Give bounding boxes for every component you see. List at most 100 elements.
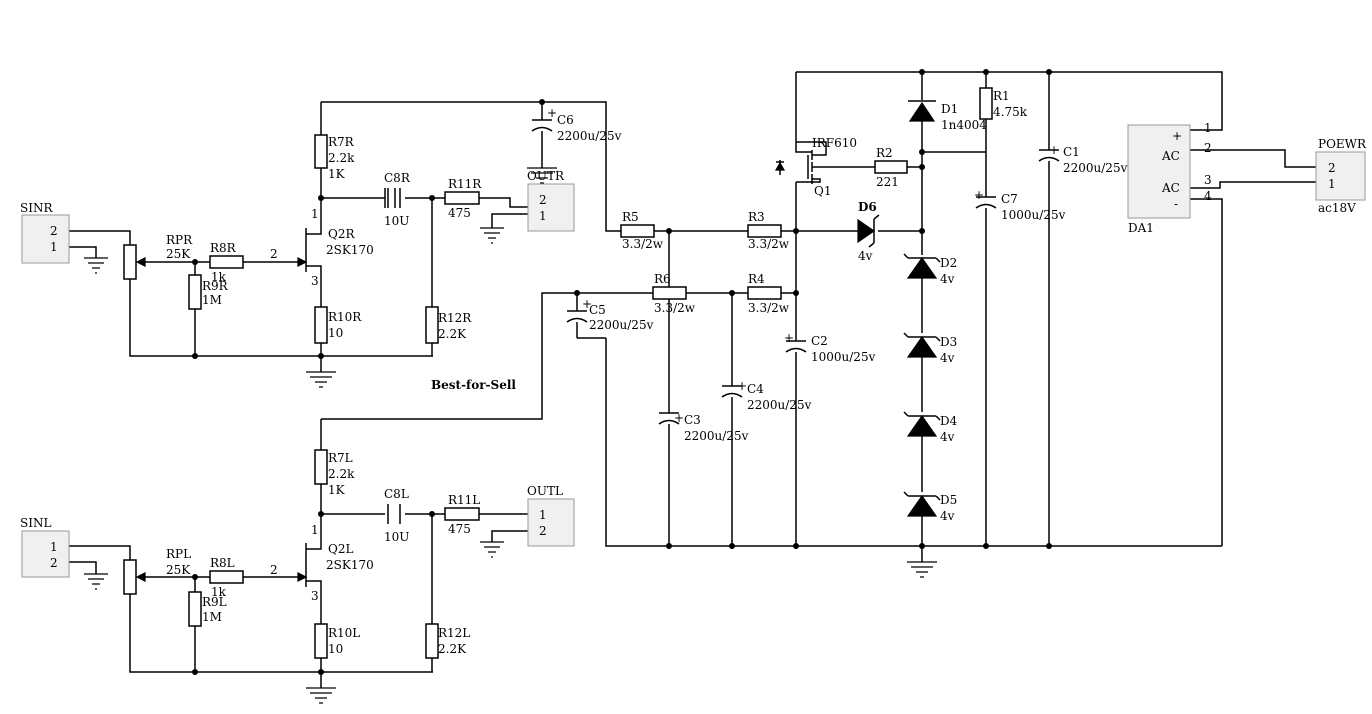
svg-text:C3: C3 bbox=[684, 413, 701, 427]
svg-text:2200u/25v: 2200u/25v bbox=[747, 398, 812, 412]
svg-text:+: + bbox=[582, 297, 592, 311]
svg-text:10: 10 bbox=[328, 326, 343, 340]
svg-text:1000u/25v: 1000u/25v bbox=[811, 350, 876, 364]
svg-text:R9R: R9R bbox=[202, 279, 229, 293]
q2l-gate-pin-label: 2 bbox=[270, 563, 278, 577]
r2-resistor: R2 221 bbox=[874, 146, 908, 189]
svg-text:2200u/25v: 2200u/25v bbox=[1063, 161, 1128, 175]
c6-capacitor: + C6 2200u/25v bbox=[531, 106, 622, 143]
r10r-resistor: R10R 10 bbox=[314, 306, 362, 344]
svg-text:1: 1 bbox=[311, 207, 319, 221]
svg-text:1: 1 bbox=[1204, 121, 1212, 135]
poewr-pin-top: 2 bbox=[1328, 161, 1336, 175]
svg-text:2200u/25v: 2200u/25v bbox=[589, 318, 654, 332]
outl-label: OUTL bbox=[527, 484, 563, 498]
ground-icon bbox=[907, 561, 937, 578]
svg-text:D2: D2 bbox=[940, 256, 957, 270]
svg-text:+: + bbox=[1172, 129, 1182, 143]
svg-text:3.3/2w: 3.3/2w bbox=[654, 301, 696, 315]
svg-text:4v: 4v bbox=[940, 351, 955, 365]
outr-pin-bottom: 1 bbox=[539, 209, 547, 223]
ground-icon bbox=[84, 573, 108, 590]
svg-text:R8R: R8R bbox=[210, 241, 237, 255]
svg-text:1k: 1k bbox=[211, 270, 227, 284]
outr-label: OUTR bbox=[527, 169, 565, 183]
d1-diode: D1 1n4004 bbox=[908, 100, 987, 132]
svg-text:10U: 10U bbox=[384, 530, 409, 544]
rpr-potentiometer: RPR 25K bbox=[123, 233, 193, 280]
c7-capacitor: + C7 1000u/25v bbox=[974, 188, 1066, 222]
svg-text:25K: 25K bbox=[166, 247, 191, 261]
sinr-label: SINR bbox=[20, 201, 53, 215]
svg-text:AC: AC bbox=[1161, 181, 1180, 195]
svg-text:C2: C2 bbox=[811, 334, 828, 348]
svg-text:R8L: R8L bbox=[210, 556, 235, 570]
svg-text:RPR: RPR bbox=[166, 233, 193, 247]
ground-icon bbox=[480, 227, 504, 244]
sinl-pin-top: 1 bbox=[50, 540, 58, 554]
svg-text:AC: AC bbox=[1161, 149, 1180, 163]
svg-text:1K: 1K bbox=[328, 167, 346, 181]
r8r-resistor: R8R 1k bbox=[209, 241, 244, 284]
poewr-value: ac18V bbox=[1318, 201, 1356, 215]
svg-text:Q2R: Q2R bbox=[328, 227, 355, 241]
junction-dots bbox=[192, 69, 1052, 675]
c8r-capacitor: C8R 10U bbox=[384, 171, 411, 228]
connector-outr: OUTR 2 1 bbox=[527, 169, 575, 232]
ground-icon bbox=[480, 541, 504, 558]
outl-pin-top: 1 bbox=[539, 508, 547, 522]
da1-bridge-rectifier: + AC AC - DA1 1 2 3 4 bbox=[1127, 121, 1212, 235]
q2r-jfet: 1 3 Q2R 2SK170 bbox=[297, 207, 374, 288]
svg-text:R7R: R7R bbox=[328, 135, 355, 149]
svg-text:RPL: RPL bbox=[166, 547, 191, 561]
svg-text:10U: 10U bbox=[384, 214, 409, 228]
svg-text:+: + bbox=[1049, 143, 1059, 157]
connector-sinl: SINL 1 2 bbox=[20, 516, 70, 578]
connector-poewr: POEWR 2 1 ac18V bbox=[1315, 137, 1367, 215]
svg-text:C1: C1 bbox=[1063, 145, 1080, 159]
svg-text:R9L: R9L bbox=[202, 595, 227, 609]
r4-resistor: R4 3.3/2w bbox=[747, 272, 790, 315]
svg-text:R11L: R11L bbox=[448, 493, 480, 507]
svg-text:2.2k: 2.2k bbox=[328, 151, 355, 165]
svg-text:R10L: R10L bbox=[328, 626, 360, 640]
svg-text:C8L: C8L bbox=[384, 487, 409, 501]
q1-mosfet: IRF610 Q1 bbox=[774, 136, 857, 198]
r11l-resistor: R11L 475 bbox=[444, 493, 480, 536]
svg-text:D5: D5 bbox=[940, 493, 957, 507]
connector-sinr: SINR 2 1 bbox=[20, 201, 70, 264]
svg-text:R10R: R10R bbox=[328, 310, 362, 324]
svg-text:3: 3 bbox=[311, 589, 319, 603]
svg-text:25K: 25K bbox=[166, 563, 191, 577]
svg-text:+: + bbox=[674, 411, 684, 425]
svg-text:3.3/2w: 3.3/2w bbox=[748, 237, 790, 251]
svg-text:1: 1 bbox=[311, 523, 319, 537]
r12r-resistor: R12R 2.2K bbox=[425, 306, 472, 344]
svg-text:+: + bbox=[547, 106, 557, 120]
svg-text:R4: R4 bbox=[748, 272, 765, 286]
q2l-jfet: 1 3 Q2L 2SK170 bbox=[297, 523, 374, 603]
svg-text:4.75k: 4.75k bbox=[993, 105, 1028, 119]
svg-text:C6: C6 bbox=[557, 113, 574, 127]
svg-text:R1: R1 bbox=[993, 89, 1010, 103]
c8l-capacitor: C8L 10U bbox=[384, 487, 409, 544]
c1-capacitor: + C1 2200u/25v bbox=[1038, 143, 1128, 175]
svg-text:D3: D3 bbox=[940, 335, 957, 349]
svg-text:D4: D4 bbox=[940, 414, 958, 428]
svg-text:R3: R3 bbox=[748, 210, 765, 224]
svg-text:R12L: R12L bbox=[438, 626, 470, 640]
svg-text:R11R: R11R bbox=[448, 177, 482, 191]
svg-text:1M: 1M bbox=[202, 293, 222, 307]
svg-text:3: 3 bbox=[311, 274, 319, 288]
svg-text:2: 2 bbox=[1204, 141, 1212, 155]
svg-text:+: + bbox=[737, 379, 747, 393]
sinr-pin-top: 2 bbox=[50, 224, 58, 238]
svg-text:221: 221 bbox=[876, 175, 899, 189]
svg-text:10: 10 bbox=[328, 642, 343, 656]
svg-text:IRF610: IRF610 bbox=[812, 136, 857, 150]
svg-text:R12R: R12R bbox=[438, 311, 472, 325]
r7r-resistor: R7R 2.2k 1K bbox=[314, 134, 355, 181]
svg-text:1M: 1M bbox=[202, 610, 222, 624]
svg-text:R5: R5 bbox=[622, 210, 639, 224]
svg-text:D1: D1 bbox=[941, 102, 958, 116]
